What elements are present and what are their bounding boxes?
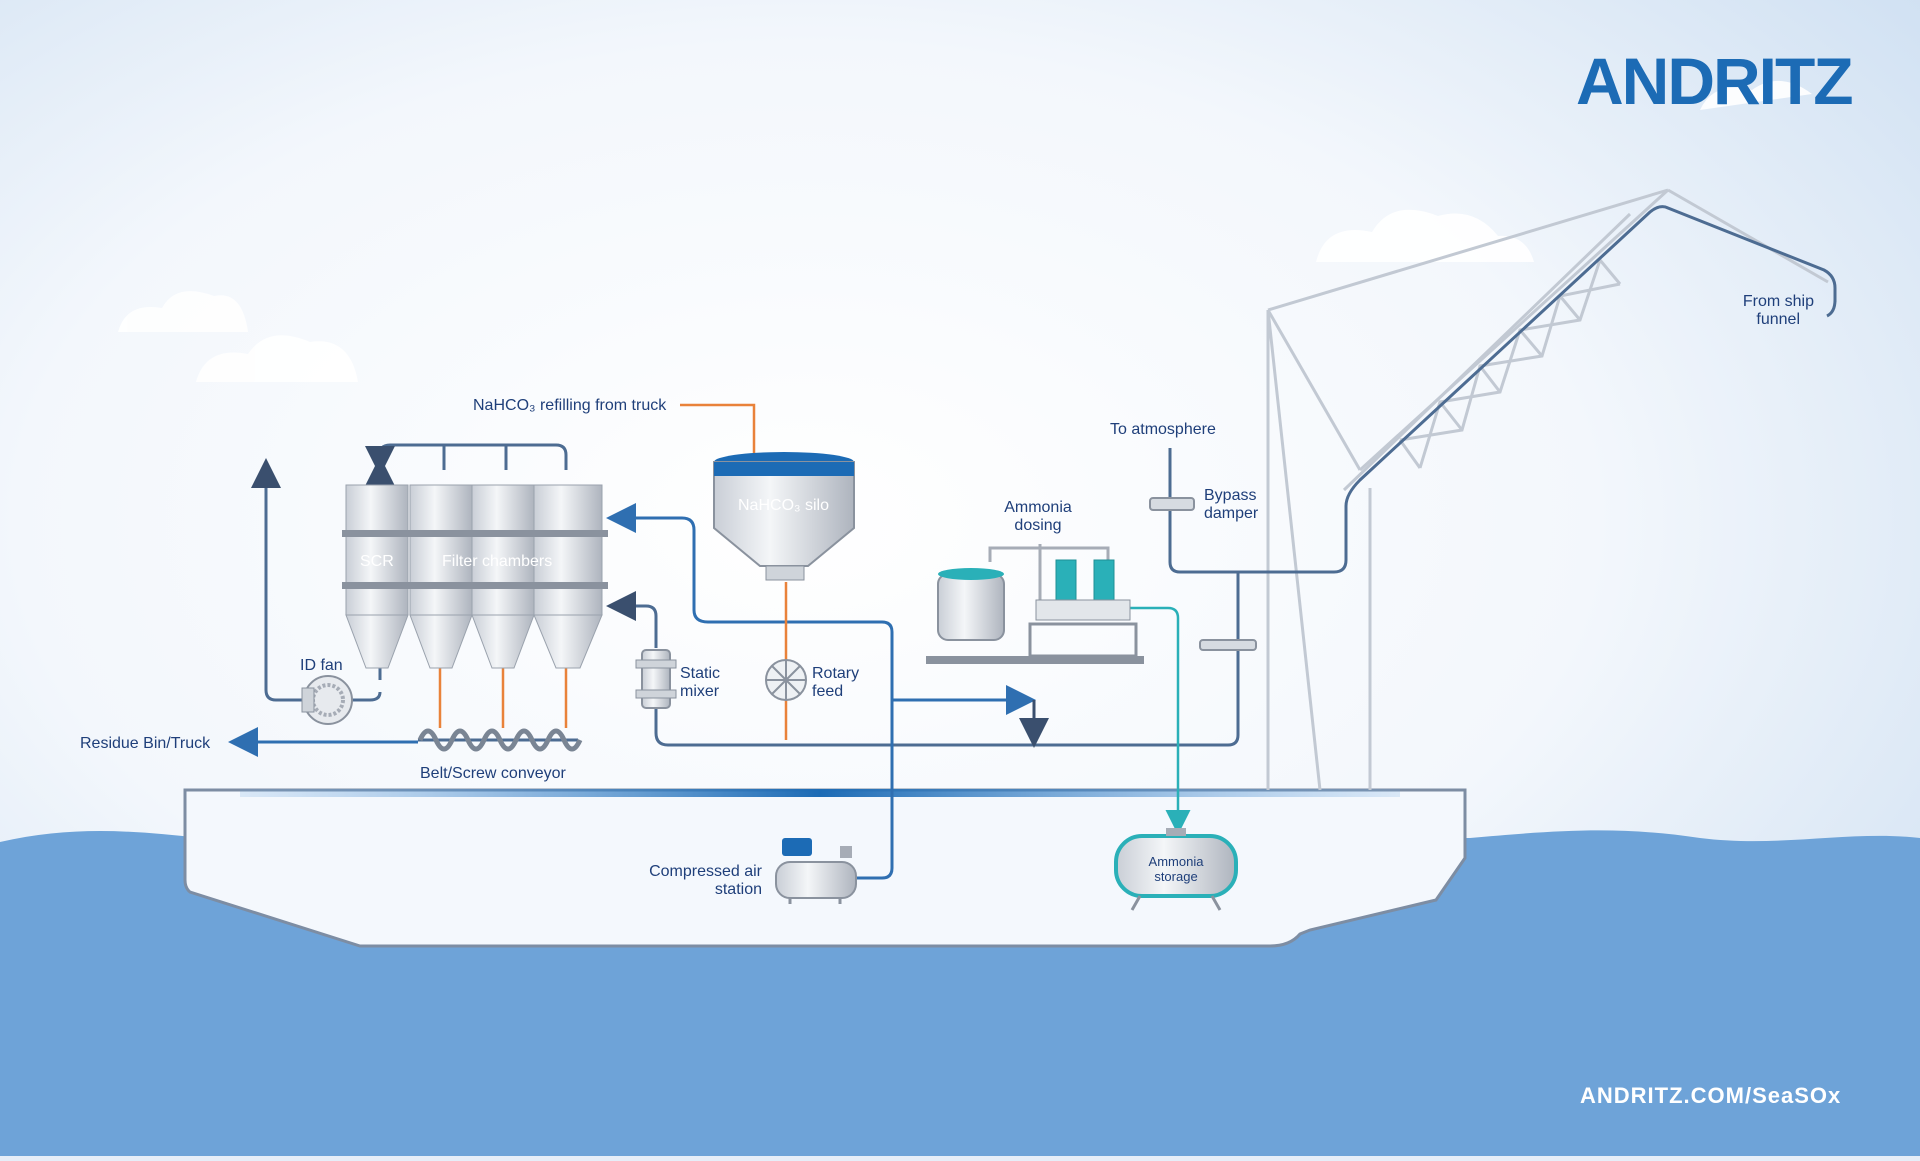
rotary-feed xyxy=(765,659,807,701)
label-ammonia-storage-1: Ammonia xyxy=(1149,854,1205,869)
label-bypass-damper-1: Bypass xyxy=(1204,487,1256,504)
label-conveyor: Belt/Screw conveyor xyxy=(420,765,567,782)
funnel-inlet-hook xyxy=(1826,299,1837,318)
label-bypass-damper-2: damper xyxy=(1204,505,1259,522)
ammonia-dosing-skid xyxy=(926,544,1144,664)
label-compressed-air-2: station xyxy=(715,881,762,898)
funnel-duct-structure xyxy=(1266,188,1829,791)
label-from-funnel-2: funnel xyxy=(1756,311,1800,328)
label-rotary-feed-1: Rotary xyxy=(812,665,859,682)
label-filter-chambers: Filter chambers xyxy=(442,553,552,570)
label-ammonia-dosing-1: Ammonia xyxy=(1004,499,1072,516)
filter-chambers-unit xyxy=(342,484,608,669)
clouds xyxy=(118,80,1812,382)
label-ammonia-dosing-2: dosing xyxy=(1014,517,1061,534)
flue-gas-duct xyxy=(1168,205,1837,574)
website-link[interactable]: ANDRITZ.COM/SeaSOx xyxy=(1580,1083,1841,1108)
label-id-fan: ID fan xyxy=(300,657,343,674)
label-scr: SCR xyxy=(360,553,394,570)
id-fan xyxy=(301,675,353,725)
label-from-funnel-1: From ship xyxy=(1743,293,1814,310)
compressed-air-station xyxy=(775,838,857,904)
nahco3-silo xyxy=(713,452,855,581)
static-mixer xyxy=(635,649,677,709)
label-ammonia-storage-2: storage xyxy=(1154,869,1197,884)
label-nahco3-refill: NaHCO₃ refilling from truck xyxy=(473,397,667,414)
label-to-atmosphere: To atmosphere xyxy=(1110,421,1216,438)
ammonia-storage-tank xyxy=(1114,828,1238,911)
ship-deck-line xyxy=(240,789,1400,797)
label-rotary-feed-2: feed xyxy=(812,683,843,700)
label-nahco3-silo: NaHCO₃ silo xyxy=(738,497,829,514)
label-static-mixer-1: Static xyxy=(680,665,720,682)
andritz-logo: ANDRITZ xyxy=(1576,44,1852,118)
label-static-mixer-2: mixer xyxy=(680,683,720,700)
bypass-damper xyxy=(1149,497,1257,651)
pneumatic-transport-line xyxy=(606,503,1049,880)
label-compressed-air-1: Compressed air xyxy=(649,863,763,880)
label-residue: Residue Bin/Truck xyxy=(80,735,211,752)
screw-conveyor xyxy=(417,728,583,752)
ammonia-line xyxy=(1126,606,1191,835)
